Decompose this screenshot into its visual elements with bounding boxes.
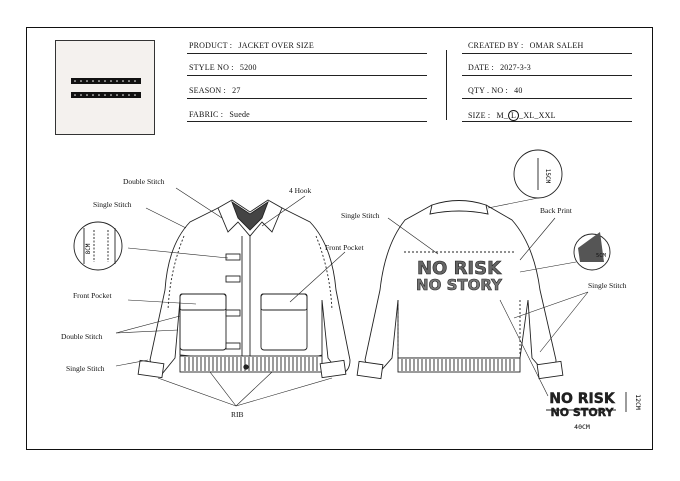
front-jacket-sketch bbox=[137, 199, 351, 379]
callout-front-pocket-right: Front Pocket bbox=[325, 243, 364, 252]
rule-size bbox=[462, 121, 632, 122]
print-artwork-line2: NO STORY bbox=[551, 406, 615, 419]
print-inset-measure: 5CM bbox=[596, 253, 607, 259]
callout-single-stitch-bottom: Single Stitch bbox=[66, 364, 105, 373]
size-option-xxl: XXL bbox=[538, 111, 556, 120]
back-jacket-sketch bbox=[356, 200, 564, 380]
callout-hook: 4 Hook bbox=[289, 186, 312, 195]
rule-fabric bbox=[187, 121, 427, 122]
size-label: SIZE : bbox=[468, 111, 491, 120]
callout-back-print: Back Print bbox=[540, 206, 572, 215]
rule-season bbox=[187, 98, 427, 99]
rule-style bbox=[187, 75, 427, 76]
season-label: SEASON : bbox=[189, 86, 226, 95]
size-option-xl: XL bbox=[523, 111, 535, 120]
callout-double-stitch-top: Double Stitch bbox=[123, 177, 165, 186]
callout-single-stitch-left: Single Stitch bbox=[93, 200, 132, 209]
trim-swatch-icon bbox=[71, 78, 141, 98]
created-field: CREATED BY : OMAR SALEH bbox=[468, 41, 583, 50]
callout-double-stitch-left: Double Stitch bbox=[61, 332, 103, 341]
back-print-graphic: NO RISK NO STORY bbox=[416, 258, 504, 295]
stitch-gap-measure: 8CM bbox=[85, 243, 92, 254]
style-value: 5200 bbox=[239, 63, 257, 72]
print-width-measure: 40CM bbox=[574, 423, 590, 431]
date-label: DATE : bbox=[468, 63, 494, 72]
product-field: PRODUCT : JACKET OVER SIZE bbox=[189, 41, 314, 50]
rule-qty bbox=[462, 98, 632, 99]
trim-swatch-box bbox=[55, 40, 155, 135]
season-field: SEASON : 27 bbox=[189, 86, 241, 95]
rule-created bbox=[462, 53, 632, 54]
date-field: DATE : 2027-3-3 bbox=[468, 63, 531, 72]
qty-label: QTY . NO : bbox=[468, 86, 508, 95]
print-artwork-line1: NO RISK bbox=[549, 391, 616, 407]
callout-single-stitch-back-right: Single Stitch bbox=[588, 281, 627, 290]
season-value: 27 bbox=[232, 86, 241, 95]
size-option-m: M bbox=[496, 111, 504, 120]
created-label: CREATED BY : bbox=[468, 41, 524, 50]
fabric-value: Suede bbox=[229, 110, 250, 119]
header-divider bbox=[446, 50, 447, 120]
collar-height-measure: 15CM bbox=[544, 169, 551, 184]
callout-single-stitch-back: Single Stitch bbox=[341, 211, 380, 220]
rule-date bbox=[462, 75, 632, 76]
size-option-l: L bbox=[508, 110, 520, 121]
style-label: STYLE NO : bbox=[189, 63, 234, 72]
callout-front-pocket-left: Front Pocket bbox=[73, 291, 112, 300]
qty-value: 40 bbox=[514, 86, 523, 95]
stitch-detail-circle bbox=[73, 221, 123, 271]
callout-rib: RIB bbox=[231, 410, 244, 419]
created-value: OMAR SALEH bbox=[529, 41, 584, 50]
print-artwork: NO RISK NO STORY bbox=[549, 391, 616, 419]
fabric-field: FABRIC : Suede bbox=[189, 110, 250, 119]
back-print-line1: NO RISK bbox=[417, 258, 502, 279]
rule-product bbox=[187, 53, 427, 54]
product-label: PRODUCT : bbox=[189, 41, 233, 50]
date-value: 2027-3-3 bbox=[500, 63, 532, 72]
print-height-measure: 12CM bbox=[634, 394, 642, 410]
size-field: SIZE : M_L_XL_XXL bbox=[468, 110, 556, 121]
fabric-label: FABRIC : bbox=[189, 110, 224, 119]
back-print-line2: NO STORY bbox=[416, 276, 503, 294]
qty-field: QTY . NO : 40 bbox=[468, 86, 523, 95]
product-value: JACKET OVER SIZE bbox=[238, 41, 314, 50]
style-field: STYLE NO : 5200 bbox=[189, 63, 257, 72]
